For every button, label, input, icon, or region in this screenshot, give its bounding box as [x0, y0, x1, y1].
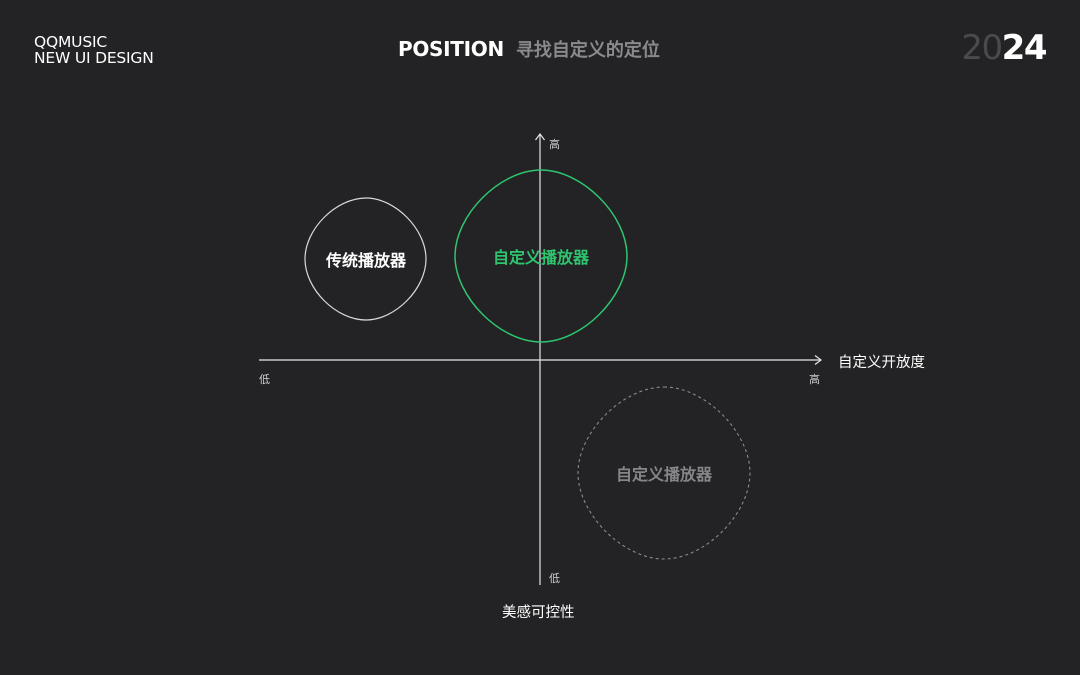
traditional-player-label: 传统播放器	[325, 251, 407, 270]
x-axis-high-label: 高	[809, 373, 820, 386]
custom-player-label-primary: 自定义播放器	[492, 248, 590, 267]
y-axis-title: 美感可控性	[502, 605, 575, 621]
brand-line-1: QQMUSIC	[34, 33, 107, 51]
x-axis-arrowhead	[814, 355, 822, 365]
x-axis-title: 自定义开放度	[838, 355, 925, 371]
y-axis-low-label: 低	[549, 572, 560, 585]
y-axis-high-label: 高	[549, 138, 560, 151]
blob-custom-player-primary	[454, 169, 628, 343]
page-title-chinese: 寻找自定义的定位	[515, 40, 660, 61]
brand-logo-text: QQMUSIC NEW UI DESIGN	[34, 34, 154, 66]
blob-custom-player-dashed	[577, 386, 751, 560]
y-axis-arrowhead	[535, 133, 545, 141]
blob-traditional-player	[304, 197, 427, 321]
year-prefix: 20	[961, 28, 1003, 68]
page-title: POSITION 寻找自定义的定位	[398, 36, 660, 62]
year-suffix: 24	[1001, 28, 1048, 68]
x-axis-low-label: 低	[259, 373, 270, 386]
custom-player-label-dashed: 自定义播放器	[615, 465, 713, 484]
page-title-english: POSITION	[398, 37, 504, 61]
brand-line-2: NEW UI DESIGN	[34, 49, 154, 67]
year-label: 2024	[961, 28, 1048, 68]
